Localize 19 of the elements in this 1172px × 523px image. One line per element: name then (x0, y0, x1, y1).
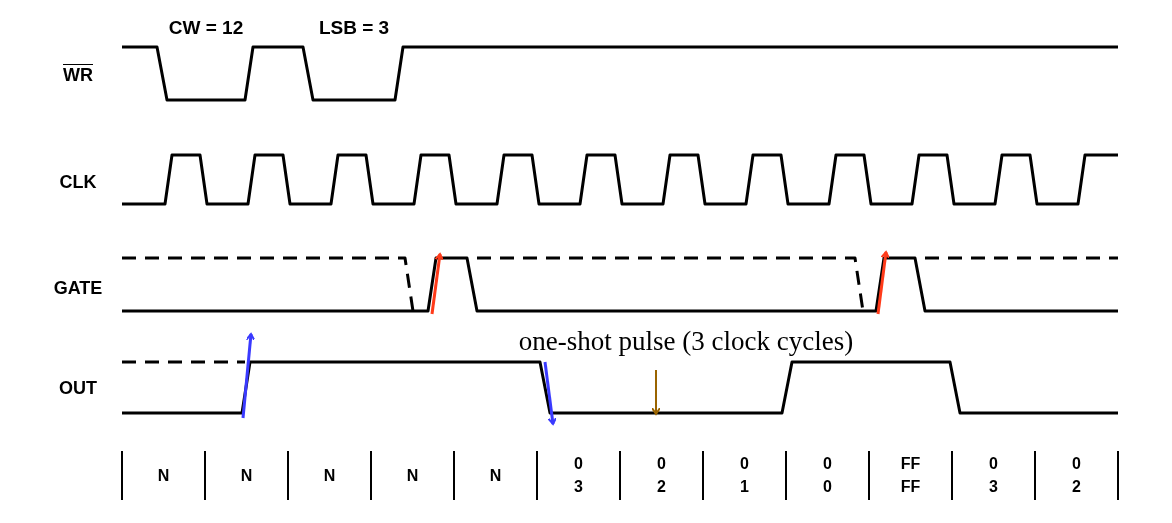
count-value: 0 1 (740, 454, 749, 497)
count-value: N (489, 465, 502, 486)
command-label: LSB = 3 (318, 17, 390, 37)
count-value: FF FF (900, 454, 921, 497)
signal-label: GATE (53, 279, 103, 297)
count-value: 0 2 (657, 454, 666, 497)
count-value: N (323, 465, 336, 486)
signal-label: CLK (59, 173, 97, 191)
signal-label: WR (63, 66, 93, 84)
signal-label: OUT (59, 379, 97, 397)
count-value: N (157, 465, 170, 486)
count-value: 0 3 (574, 454, 583, 497)
command-label: CW = 12 (168, 17, 244, 37)
count-value: 0 3 (989, 454, 998, 497)
annotation-text: one-shot pulse (3 clock cycles) (518, 327, 854, 355)
count-value: 0 0 (823, 454, 832, 497)
count-value: N (240, 465, 253, 486)
count-value: N (406, 465, 419, 486)
count-value: 0 2 (1072, 454, 1081, 497)
